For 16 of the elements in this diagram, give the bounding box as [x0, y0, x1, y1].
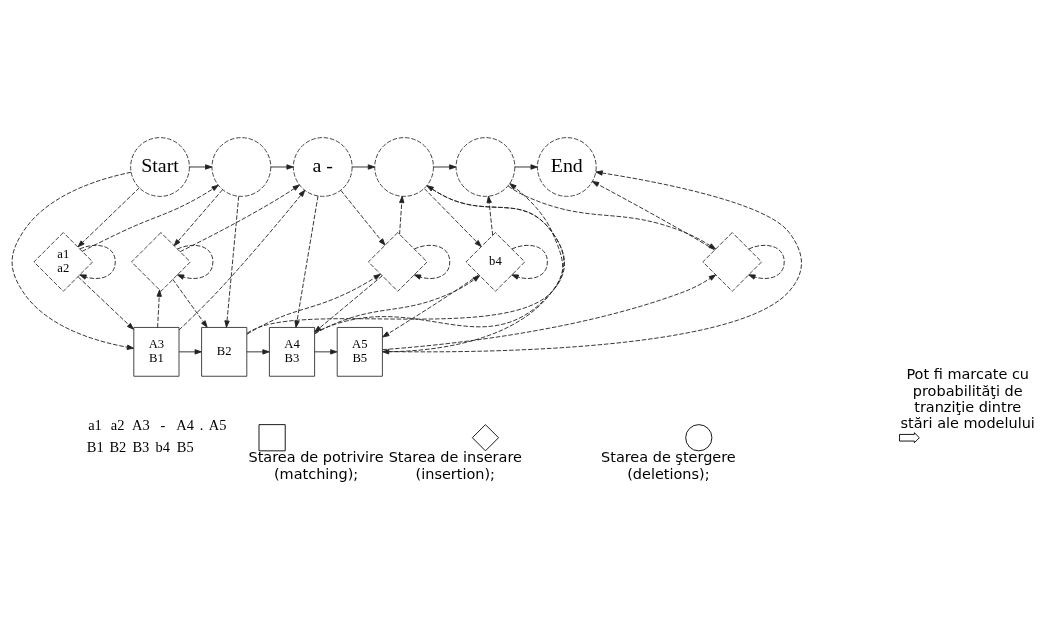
label: -: [160, 416, 166, 433]
legend-label: Starea de potrivire (matching);: [248, 448, 384, 482]
label: B2: [109, 438, 127, 455]
legend-label: Pot fi marcate cu probabilităţi de tranziţie dintre stări ale modelului: [900, 365, 1035, 431]
label: a1: [88, 416, 102, 433]
label: a2: [110, 416, 125, 433]
label: A5: [208, 416, 227, 433]
label: b4: [155, 438, 170, 455]
label: B3: [132, 438, 150, 455]
legend-label: Starea de inserare (insertion);: [388, 448, 522, 482]
label: A4: [176, 416, 194, 433]
label: B5: [176, 438, 194, 455]
label: .: [199, 416, 204, 433]
legend-label: Starea de ştergere (deletions);: [601, 448, 736, 482]
label: B1: [86, 438, 104, 455]
label: A3: [132, 416, 150, 433]
